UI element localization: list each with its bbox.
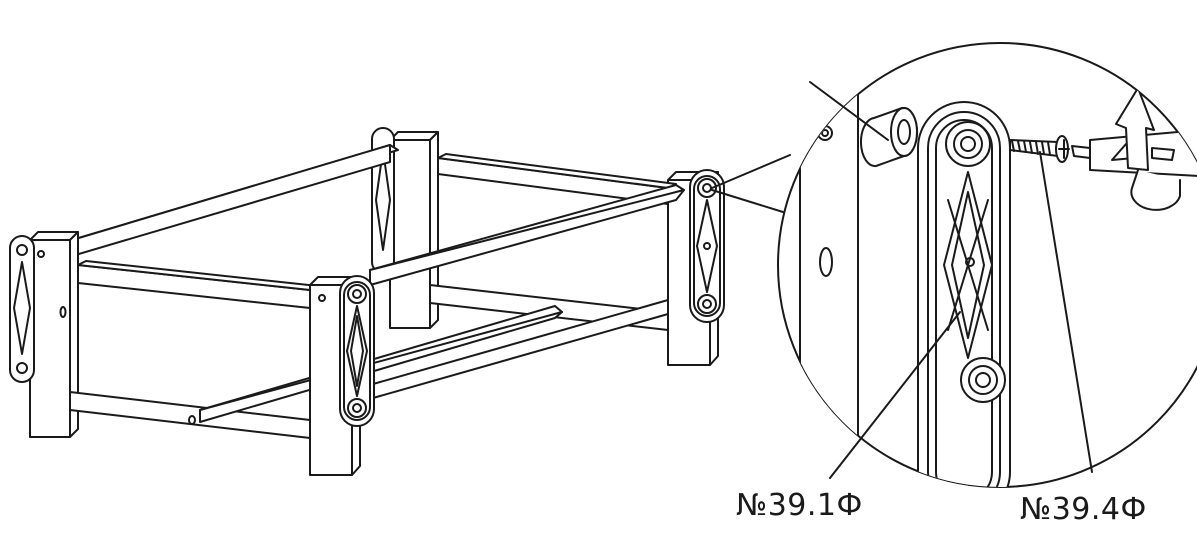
part-label-screw: №39.4Ф [1020, 492, 1147, 527]
screw [1009, 135, 1070, 163]
leader-bushing [809, 81, 889, 141]
detail-view [777, 42, 1197, 488]
part-label-bracket: №39.1Ф [736, 488, 863, 523]
bracket-back-right [689, 169, 725, 323]
leader-lines [809, 81, 1093, 479]
bushing [859, 106, 919, 168]
rail-right-top [369, 184, 685, 286]
rail-back-top [437, 153, 677, 205]
detail-leg-hole-mid [819, 247, 833, 277]
detail-bracket [917, 101, 1011, 487]
screwdriver [1071, 87, 1197, 211]
rail-bottom-cross [188, 305, 563, 425]
rail-front-top [77, 260, 319, 309]
callout-lines [711, 154, 791, 213]
bracket-front-left [9, 235, 35, 383]
rail-left-top [71, 144, 399, 257]
leg-back-left [389, 131, 439, 329]
shelf-frame [9, 127, 725, 476]
leg-front-left [29, 231, 79, 438]
leader-screw [1039, 151, 1093, 473]
leader-bracket [829, 311, 961, 479]
bracket-front-right [339, 275, 375, 427]
